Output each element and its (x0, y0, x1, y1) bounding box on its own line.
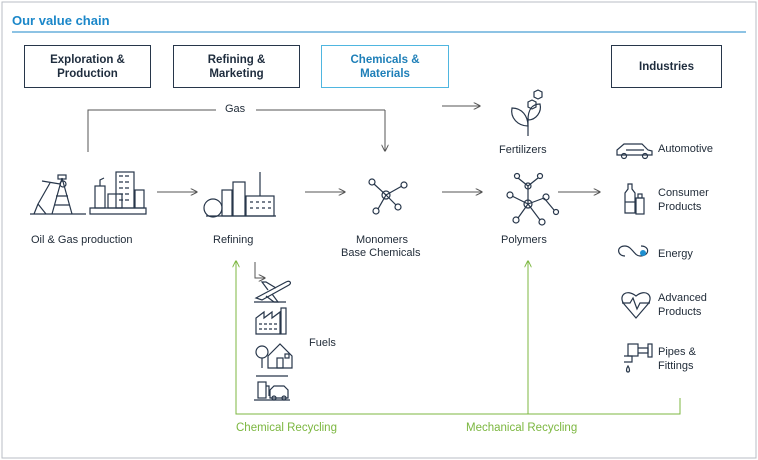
gas-station-icon (254, 375, 290, 401)
industry-consumer-label-2: Products (658, 201, 702, 213)
fuels-label: Fuels (309, 337, 336, 349)
airplane-icon (254, 280, 292, 303)
stage-label: Refining & Marketing (207, 53, 266, 80)
industry-energy-label: Energy (658, 248, 693, 260)
industry-advanced-label-2: Products (658, 306, 702, 318)
car-icon (616, 143, 653, 160)
fertilizers-label: Fertilizers (499, 144, 547, 156)
polymers-label: Polymers (501, 234, 547, 246)
stage-industries: Industries (611, 45, 722, 88)
bottles-icon (624, 183, 645, 215)
stage-chemicals-materials: Chemicals & Materials (321, 45, 449, 88)
industry-pipes-label-2: Fittings (658, 360, 694, 372)
industry-pipes-label-1: Pipes & (658, 346, 696, 358)
refinery-plant-icon (89, 171, 147, 215)
stage-label: Exploration & Production (50, 53, 125, 80)
stage-label: Industries (639, 60, 694, 73)
flow-arrows (157, 106, 600, 278)
monomers-molecule-icon (368, 178, 408, 215)
industry-consumer-label-1: Consumer (658, 187, 709, 199)
arrow-to-fuels (254, 262, 265, 278)
page-title: Our value chain (12, 13, 110, 28)
oil-rig-icon (30, 174, 86, 215)
heart-pulse-icon (621, 292, 651, 319)
pipe-icon (624, 343, 653, 373)
gas-line (87, 109, 385, 152)
stage-exploration-production: Exploration & Production (24, 45, 151, 88)
polymers-molecule-icon (506, 172, 560, 226)
stage-refining-marketing: Refining & Marketing (173, 45, 300, 88)
monomers-label: Monomers (356, 234, 408, 246)
factory-icon (255, 307, 287, 335)
recycling-lines (236, 261, 681, 415)
oil-gas-production-label: Oil & Gas production (31, 234, 133, 246)
stage-label: Chemicals & Materials (350, 53, 420, 80)
refining-icon (203, 172, 276, 218)
refining-label: Refining (213, 234, 254, 246)
gas-label: Gas (225, 103, 246, 115)
industry-automotive-label: Automotive (658, 143, 714, 155)
energy-icon (618, 245, 649, 257)
base-chemicals-label: Base Chemicals (341, 247, 421, 259)
industry-advanced-label-1: Advanced (658, 292, 707, 304)
fertilizers-plant-icon (511, 89, 543, 136)
house-icon (255, 343, 293, 369)
mechanical-recycling-label: Mechanical Recycling (466, 422, 578, 434)
chemical-recycling-label: Chemical Recycling (236, 422, 337, 434)
